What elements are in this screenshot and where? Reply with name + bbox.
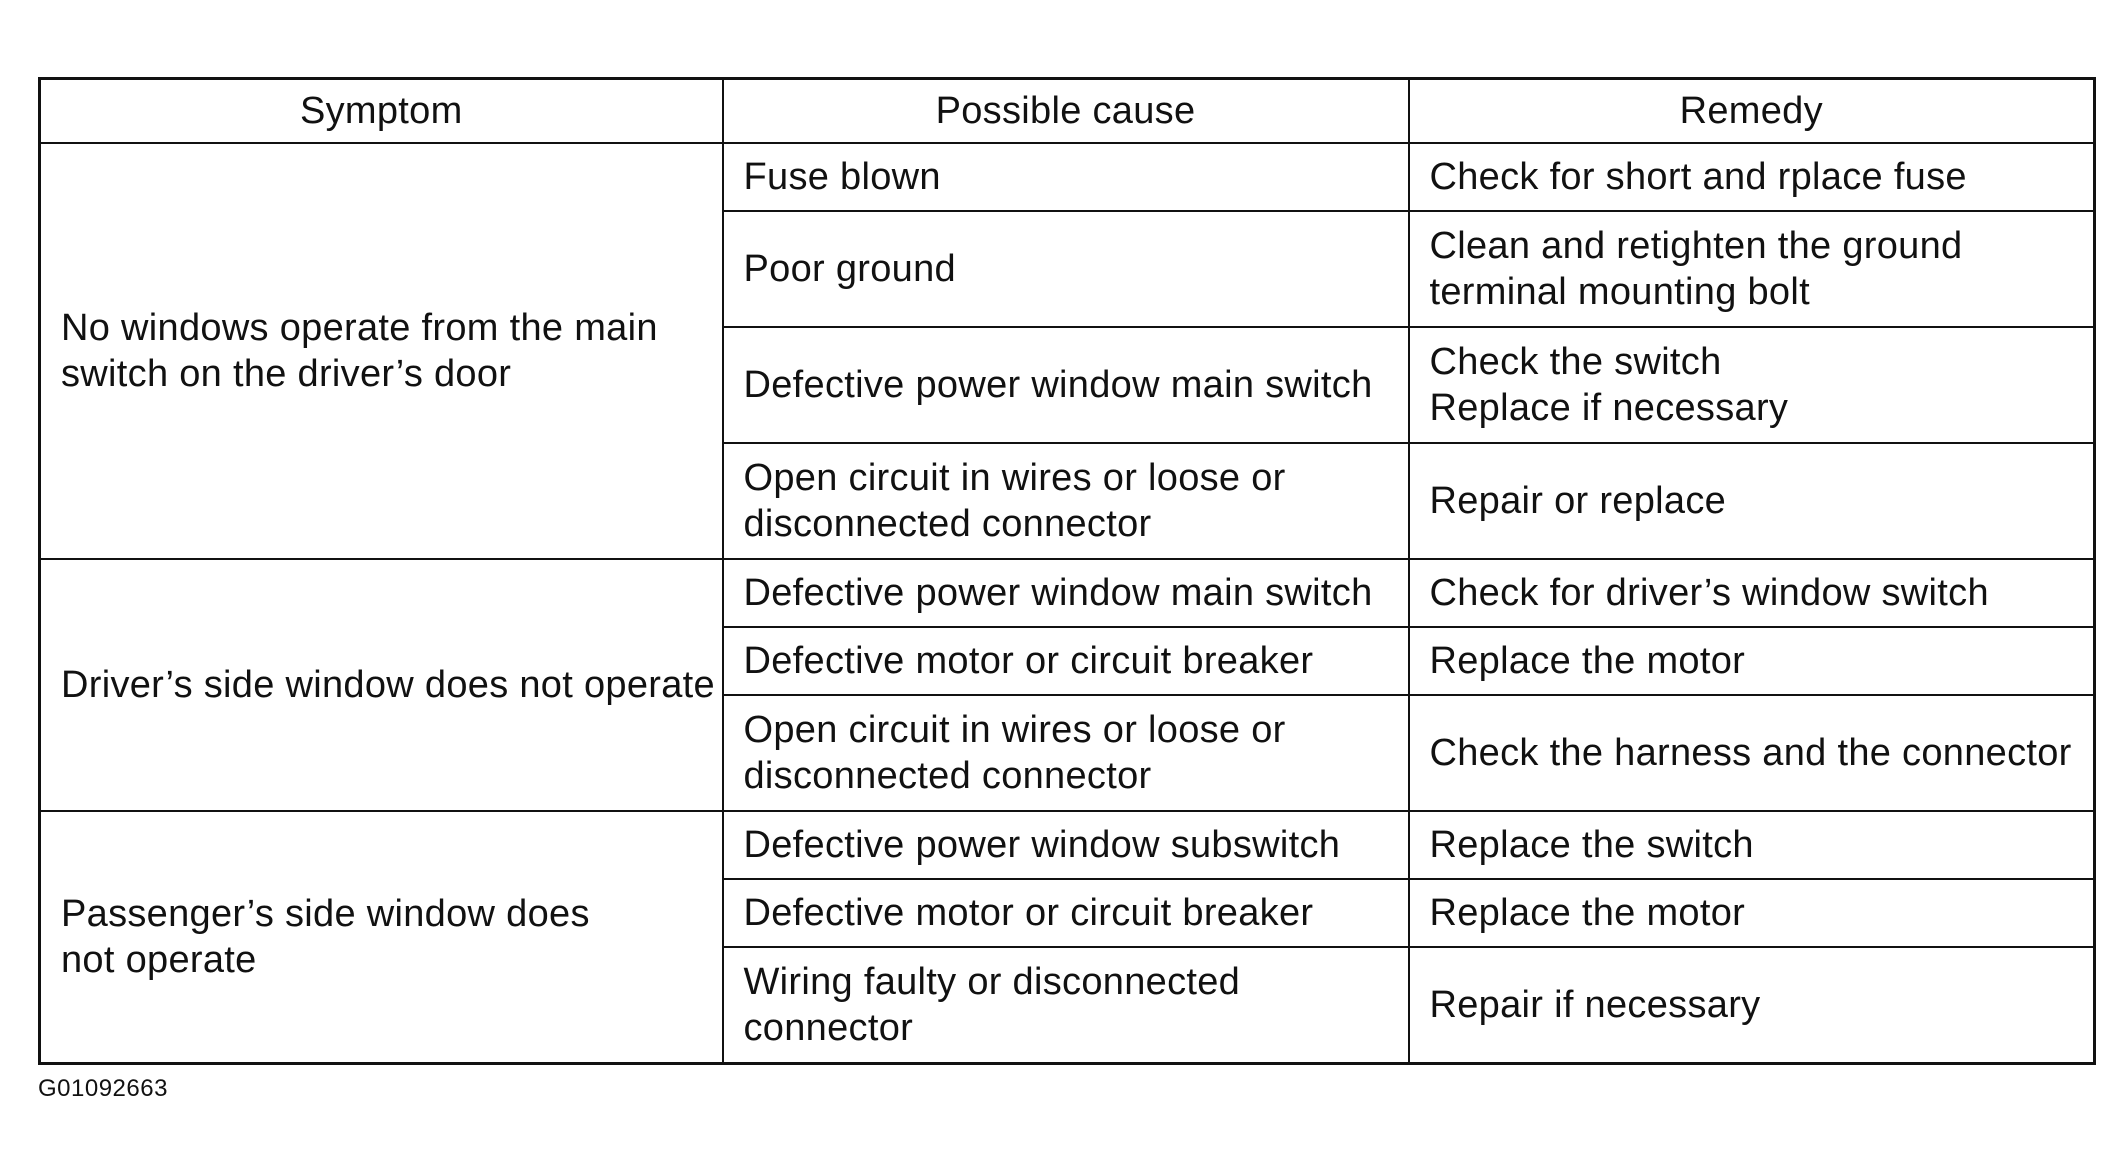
table-row: Defective motor or circuit breaker Repla… <box>40 877 2096 948</box>
symptom-cell: Driver’s side window does not operate <box>38 557 724 812</box>
remedy-text-line: Check the switch <box>1429 340 1722 383</box>
remedy-text-line: terminal mounting bolt <box>1429 270 1810 313</box>
symptom-text-line: switch on the driver’s door <box>61 352 512 395</box>
table-header-row: Symptom Possible cause Remedy <box>38 77 2096 144</box>
remedy-cell: Replace the motor <box>1407 625 2096 696</box>
remedy-text-line: Repair or replace <box>1429 479 1727 522</box>
troubleshooting-table: Symptom Possible cause Remedy No windows… <box>38 77 2096 1065</box>
remedy-cell: Repair if necessary <box>1407 945 2096 1064</box>
cause-text-line: Defective motor or circuit breaker <box>743 639 1314 682</box>
table-row: Passenger’s side window does not operate… <box>38 809 2096 1064</box>
table-row: No windows operate from the main switch … <box>38 141 2096 560</box>
remedy-text-line: Check for short and rplace fuse <box>1429 155 1967 198</box>
remedy-cell: Check the harness and the connector <box>1407 693 2096 812</box>
remedy-text-line: Clean and retighten the ground <box>1429 224 1963 267</box>
cause-cell: Defective motor or circuit breaker <box>721 877 1410 948</box>
cause-cell: Open circuit in wires or loose or discon… <box>721 693 1410 812</box>
remedy-text-line: Replace the motor <box>1429 891 1746 934</box>
remedy-cell: Check for short and rplace fuse <box>1407 141 2096 212</box>
cause-cell: Defective power window subswitch <box>721 809 1410 880</box>
remedy-text-line: Repair if necessary <box>1429 983 1761 1026</box>
remedy-cell: Replace the switch <box>1407 809 2096 880</box>
table-row: Poor ground Clean and retighten the grou… <box>40 209 2096 328</box>
header-symptom: Symptom <box>38 77 724 144</box>
cause-cell: Fuse blown <box>721 141 1410 212</box>
symptom-cell: Passenger’s side window does not operate <box>38 809 724 1064</box>
table-row: Driver’s side window does not operate De… <box>38 557 2096 812</box>
cause-text-line: Open circuit in wires or loose or <box>743 456 1286 499</box>
table-row: Open circuit in wires or loose or discon… <box>40 693 2096 812</box>
cause-cell: Defective power window main switch <box>721 557 1410 628</box>
cause-text-line: Wiring faulty or disconnected <box>743 960 1241 1003</box>
header-possible-cause: Possible cause <box>721 77 1410 144</box>
remedy-cell: Clean and retighten the ground terminal … <box>1407 209 2096 328</box>
cause-cell: Open circuit in wires or loose or discon… <box>721 441 1410 560</box>
remedy-text-line: Check the harness and the connector <box>1429 731 2072 774</box>
cause-cell: Defective motor or circuit breaker <box>721 625 1410 696</box>
remedy-text-line: Replace the switch <box>1429 823 1754 866</box>
header-remedy: Remedy <box>1407 77 2096 144</box>
remedy-text-line: Check for driver’s window switch <box>1429 571 1989 614</box>
cause-text-line: disconnected connector <box>743 754 1152 797</box>
remedy-cell: Repair or replace <box>1407 441 2096 560</box>
symptom-text-line: Driver’s side window does not operate <box>61 663 715 706</box>
cause-cell: Wiring faulty or disconnected connector <box>721 945 1410 1064</box>
cause-text-line: Open circuit in wires or loose or <box>743 708 1286 751</box>
cause-cell: Poor ground <box>721 209 1410 328</box>
remedy-cell: Check the switch Replace if necessary <box>1407 325 2096 444</box>
remedy-text-line: Replace the motor <box>1429 639 1746 682</box>
table-row: Defective motor or circuit breaker Repla… <box>40 625 2096 696</box>
remedy-text-line: Replace if necessary <box>1429 386 1789 429</box>
remedy-cell: Check for driver’s window switch <box>1407 557 2096 628</box>
table-row: Wiring faulty or disconnected connector … <box>40 945 2096 1064</box>
table-row: Open circuit in wires or loose or discon… <box>40 441 2096 560</box>
symptom-cell: No windows operate from the main switch … <box>38 141 724 560</box>
symptom-text-line: No windows operate from the main <box>61 306 658 349</box>
cause-text-line: connector <box>743 1006 914 1049</box>
cause-cell: Defective power window main switch <box>721 325 1410 444</box>
symptom-text-line: not operate <box>61 938 257 981</box>
cause-text-line: Defective power window subswitch <box>743 823 1341 866</box>
cause-text-line: Defective motor or circuit breaker <box>743 891 1314 934</box>
cause-text-line: Defective power window main switch <box>743 571 1373 614</box>
remedy-cell: Replace the motor <box>1407 877 2096 948</box>
cause-text-line: Fuse blown <box>743 155 941 198</box>
cause-text-line: Defective power window main switch <box>743 363 1373 406</box>
cause-text-line: disconnected connector <box>743 502 1152 545</box>
symptom-text-line: Passenger’s side window does <box>61 892 590 935</box>
cause-text-line: Poor ground <box>743 247 956 290</box>
table-row: Defective power window main switch Check… <box>40 325 2096 444</box>
figure-id-label: G01092663 <box>38 1075 168 1102</box>
